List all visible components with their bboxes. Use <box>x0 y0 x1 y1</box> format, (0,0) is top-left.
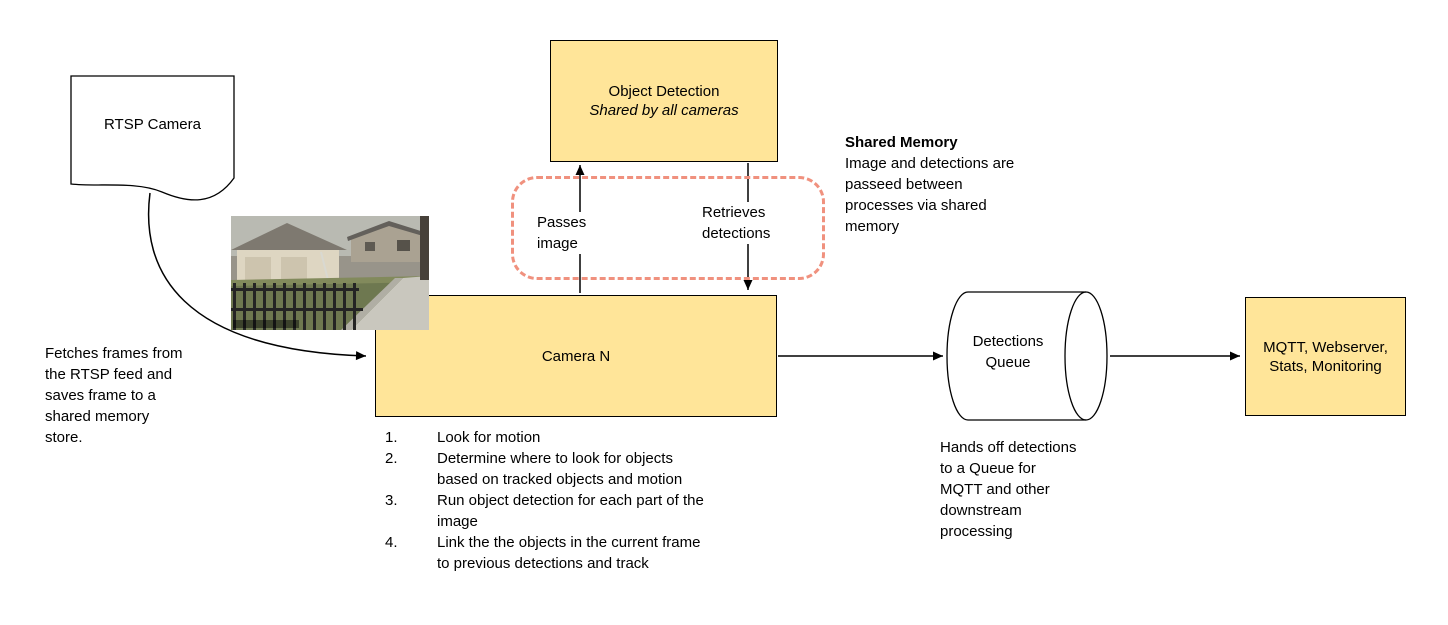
passes-image-label: Passes image <box>536 212 600 254</box>
step-number: 2. <box>385 450 398 467</box>
camera-n-label: Camera N <box>541 347 611 365</box>
detections-queue-note: Hands off detections to a Queue for MQTT… <box>940 439 1077 540</box>
object-detection-box: Object Detection Shared by all cameras <box>550 40 778 162</box>
rtsp-camera-label: RTSP Camera <box>104 116 201 133</box>
step-text: Link the the objects in the current fram… <box>437 534 701 572</box>
fetch-frames-note: Fetches frames from the RTSP feed and sa… <box>45 345 183 446</box>
step-number: 3. <box>385 492 398 509</box>
shared-memory-note: Shared Memory Image and detections are p… <box>845 132 1027 237</box>
shared-memory-outline <box>511 176 825 280</box>
step-number: 1. <box>385 429 398 446</box>
camera-n-box: Camera N <box>375 295 777 417</box>
rtsp-camera-shape <box>70 75 235 201</box>
camera-steps-list: 1. Look for motion 2. Determine where to… <box>385 427 725 574</box>
outputs-label: MQTT, Webserver, Stats, Monitoring <box>1263 338 1388 375</box>
snapshot-sidewalk <box>351 276 429 330</box>
camera-snapshot-image <box>231 216 429 330</box>
step-text: Look for motion <box>437 429 541 446</box>
step-text: Determine where to look for objects base… <box>437 450 683 488</box>
step-item: 1. Look for motion <box>385 427 725 448</box>
snapshot-porch-post <box>420 216 429 280</box>
snapshot-timestamp-bar <box>233 320 299 328</box>
shared-memory-body: Image and detections are passeed between… <box>845 155 1015 235</box>
object-detection-title: Object Detection <box>608 83 720 100</box>
object-detection-subtitle: Shared by all cameras <box>589 102 739 119</box>
step-text: Run object detection for each part of th… <box>437 492 704 530</box>
step-item: 3. Run object detection for each part of… <box>385 490 725 532</box>
step-item: 4. Link the the objects in the current f… <box>385 532 725 574</box>
step-item: 2. Determine where to look for objects b… <box>385 448 725 490</box>
step-number: 4. <box>385 534 398 551</box>
detections-queue-label: Detections Queue <box>972 333 1044 371</box>
snapshot-fence <box>231 283 363 330</box>
fetch-arrow <box>147 192 367 361</box>
snapshot-garage-roof <box>231 223 347 250</box>
outputs-box: MQTT, Webserver, Stats, Monitoring <box>1245 297 1406 416</box>
retrieves-detections-label: Retrieves detections <box>701 202 789 244</box>
detections-queue-shape <box>946 291 1108 421</box>
shared-memory-title: Shared Memory <box>845 134 958 151</box>
